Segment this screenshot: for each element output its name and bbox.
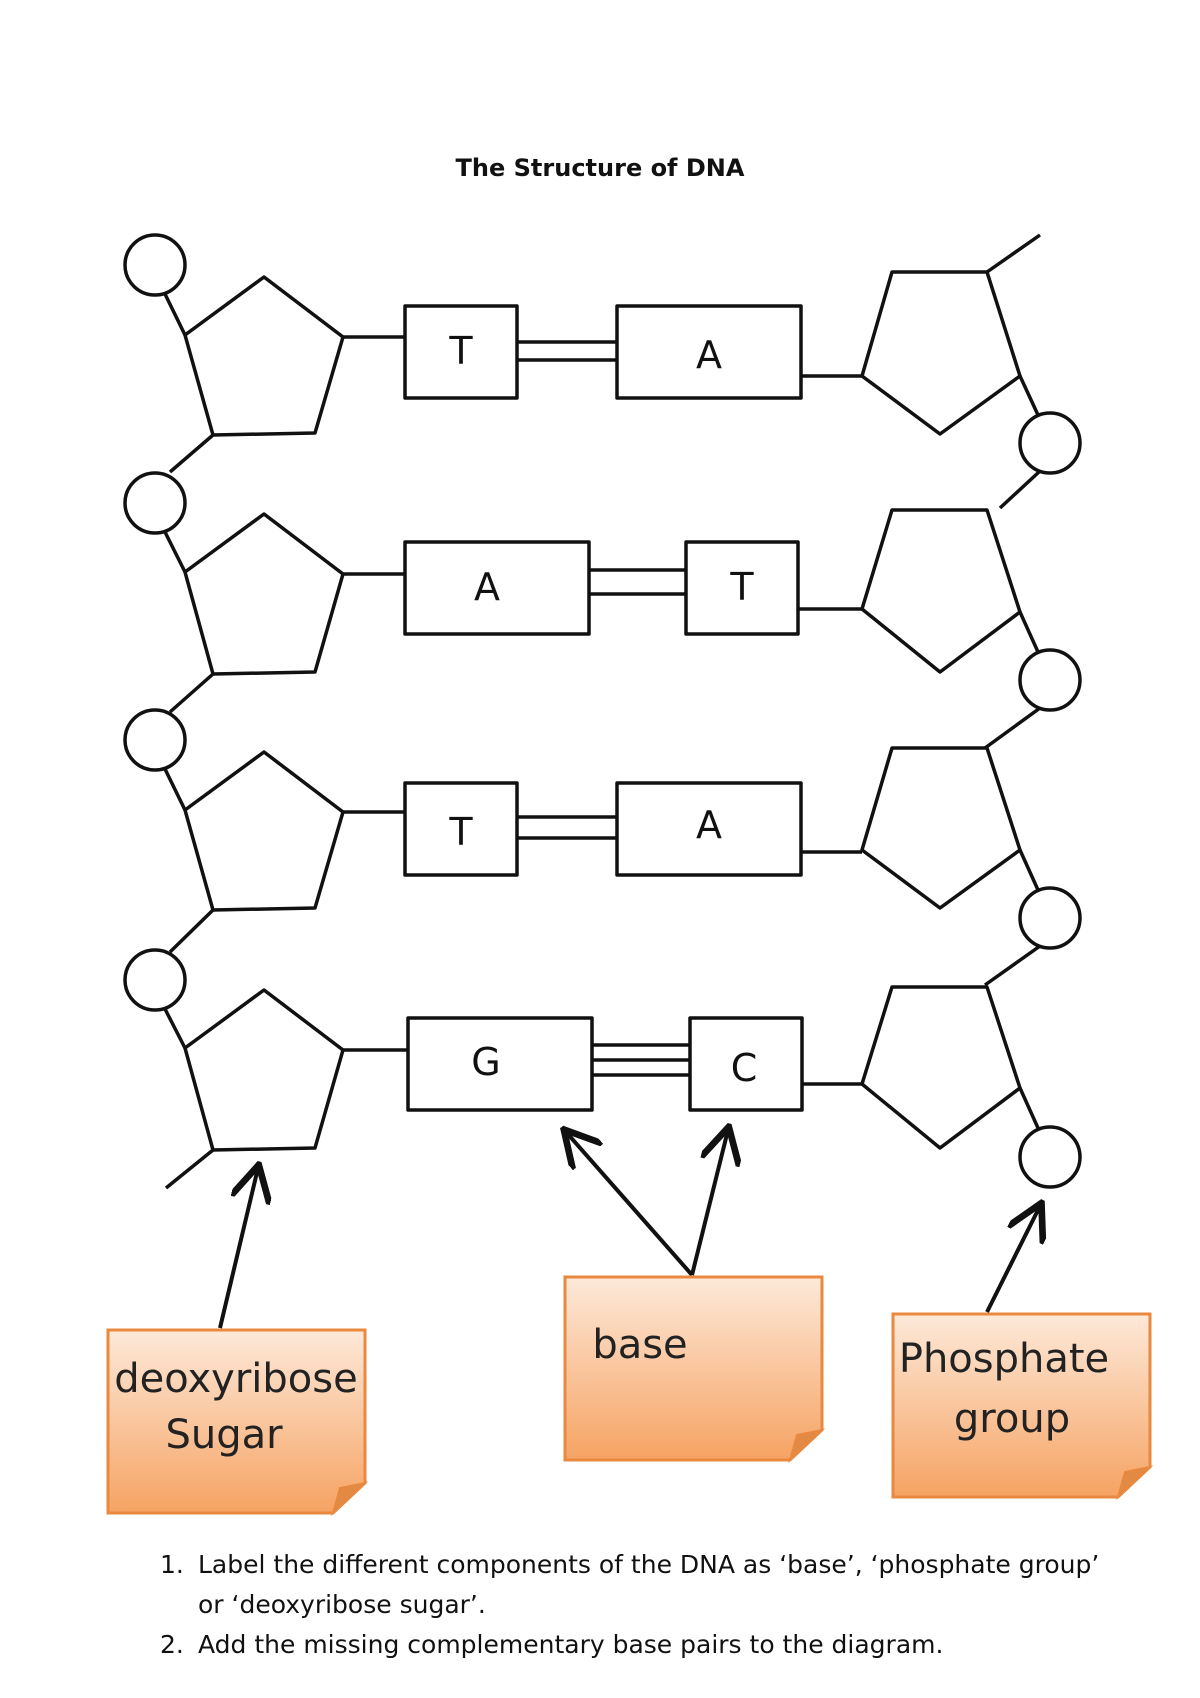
label-phosphate-line2: group [954, 1396, 1070, 1442]
base-letter-right-3: A [696, 803, 722, 847]
arrow-to-sugar [218, 1168, 258, 1329]
sugar-pentagon-left-3 [183, 750, 345, 912]
instruction-item-2: 2. Add the missing complementary base pa… [160, 1625, 1100, 1665]
label-sugar-line2: Sugar [165, 1412, 283, 1458]
sticky-note-sugar: deoxyribose Sugar [106, 1328, 369, 1517]
sugar-pentagon-left-2 [183, 512, 345, 676]
base-letter-right-4: C [731, 1046, 758, 1090]
instructions-list: 1. Label the different components of the… [160, 1545, 1100, 1665]
label-phosphate-line1: Phosphate [899, 1336, 1109, 1382]
label-base: base [592, 1322, 687, 1368]
instruction-text-2: Add the missing complementary base pairs… [198, 1630, 944, 1659]
sugar-pentagon-right-3 [860, 746, 1022, 910]
phosphate-circle-left-2 [123, 471, 187, 535]
nucleotide-row-4 [123, 948, 1082, 1190]
phosphate-circle-right-3 [1018, 886, 1082, 950]
nucleotide-row-3 [123, 708, 1082, 950]
phosphate-circle-right-1 [1018, 411, 1082, 475]
instruction-number-1: 1. [160, 1550, 184, 1579]
sticky-note-phosphate: Phosphate group [891, 1312, 1154, 1501]
phosphate-circle-left-3 [123, 708, 187, 772]
base-box-right-4 [688, 1016, 804, 1112]
base-box-right-1 [615, 304, 803, 400]
nucleotide-row-2 [123, 471, 1082, 712]
base-letter-right-2: T [729, 565, 754, 609]
arrow-to-base-right [690, 1130, 728, 1276]
base-letter-right-1: A [696, 333, 722, 377]
phosphate-circle-right-4 [1018, 1125, 1082, 1189]
sugar-pentagon-left-1 [183, 275, 345, 437]
base-box-left-2 [403, 540, 591, 636]
base-box-left-3 [403, 781, 519, 877]
base-letter-left-3: T [448, 810, 473, 854]
sugar-pentagon-left-4 [183, 988, 345, 1152]
base-letter-left-4: G [471, 1040, 500, 1084]
base-box-left-4 [406, 1016, 594, 1112]
phosphate-circle-right-2 [1018, 648, 1082, 712]
sticky-note-base: base [563, 1275, 826, 1464]
sugar-pentagon-right-2 [860, 508, 1022, 674]
label-sugar-line1: deoxyribose [114, 1356, 357, 1402]
phosphate-circle-left-4 [123, 948, 187, 1012]
base-letter-left-1: T [448, 329, 473, 373]
base-box-right-2 [684, 540, 800, 636]
arrow-to-base-left [566, 1132, 694, 1277]
instruction-number-2: 2. [160, 1630, 184, 1659]
base-box-left-1 [403, 304, 519, 400]
nucleotide-row-1 [123, 233, 1082, 475]
instruction-text-1: Label the different components of the DN… [198, 1550, 1100, 1619]
base-letter-left-2: A [474, 565, 500, 609]
sugar-pentagon-right-1 [860, 270, 1022, 436]
arrow-to-phosphate [985, 1206, 1040, 1313]
phosphate-circle-left-1 [123, 233, 187, 297]
instruction-item-1: 1. Label the different components of the… [160, 1545, 1100, 1625]
page-title: The Structure of DNA [456, 154, 745, 182]
sugar-pentagon-right-4 [860, 985, 1022, 1150]
base-box-right-3 [615, 781, 803, 877]
